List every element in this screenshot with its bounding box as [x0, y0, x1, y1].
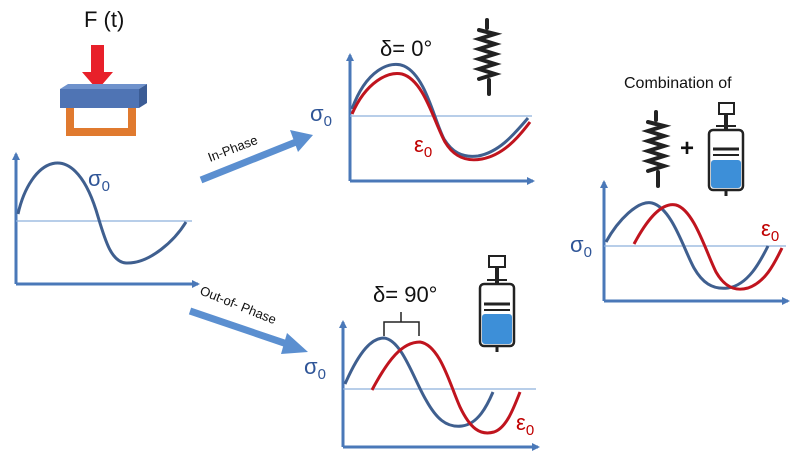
strain-curve: [370, 340, 522, 435]
loading-plate: [60, 84, 147, 108]
strain-curve: [632, 203, 784, 291]
stress-label: σ0: [304, 354, 326, 383]
strain-label: ε0: [516, 410, 534, 439]
phase-bracket: [383, 312, 420, 336]
stress-curve: [343, 336, 495, 428]
plus-sign: +: [680, 135, 694, 162]
stress-label: σ0: [310, 101, 332, 130]
stress-symbol: σ: [304, 354, 318, 379]
sample-frame: [66, 104, 136, 136]
out-of-phase-graph: σ0 ε0 δ= 90°: [304, 282, 540, 451]
force-arrow-icon: [82, 45, 113, 90]
delta-in-phase: δ= 0°: [380, 36, 432, 61]
stress-subscript: 0: [318, 366, 326, 383]
input-stress-graph: σ0: [12, 152, 200, 288]
sample-setup: F (t): [60, 7, 147, 136]
dashpot-icon: [478, 255, 516, 352]
stress-symbol: σ: [88, 166, 102, 191]
stress-label: σ0: [570, 232, 592, 261]
stress-symbol: σ: [570, 232, 584, 257]
delta-out-phase: δ= 90°: [373, 282, 437, 307]
in-phase-arrow: [199, 130, 313, 184]
spring-icon: [641, 110, 672, 188]
strain-label: ε0: [414, 132, 432, 161]
stress-subscript: 0: [324, 113, 332, 130]
combination-label: Combination of: [624, 75, 732, 92]
spring-icon: [472, 18, 503, 96]
stress-curve: [604, 201, 770, 290]
stress-symbol: σ: [310, 101, 324, 126]
strain-subscript: 0: [424, 144, 432, 161]
strain-label: ε0: [761, 216, 779, 245]
strain-symbol: ε: [516, 410, 526, 435]
strain-subscript: 0: [771, 228, 779, 245]
stress-subscript: 0: [102, 178, 110, 195]
strain-symbol: ε: [761, 216, 771, 241]
out-of-phase-arrow: [188, 307, 308, 354]
in-phase-graph: σ0 ε0 δ= 0°: [310, 36, 535, 185]
strain-subscript: 0: [526, 422, 534, 439]
strain-symbol: ε: [414, 132, 424, 157]
dashpot-icon: [707, 102, 745, 196]
stress-subscript: 0: [584, 244, 592, 261]
strain-curve: [350, 72, 532, 162]
force-label: F (t): [84, 7, 124, 32]
stress-label: σ0: [88, 166, 110, 195]
combination-graph: σ0 ε0: [570, 180, 790, 305]
stress-curve: [16, 161, 188, 265]
